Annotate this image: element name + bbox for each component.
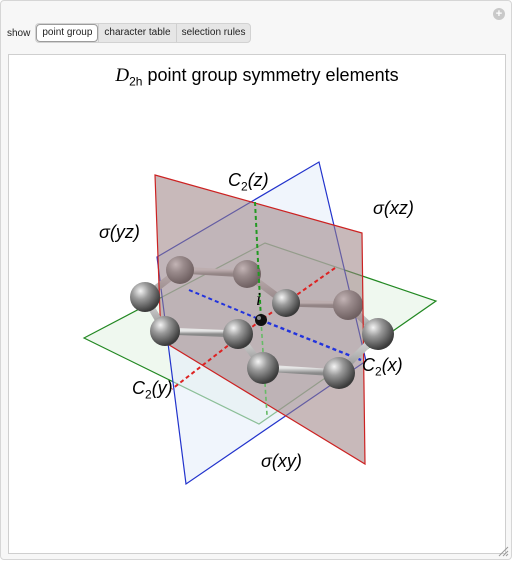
plot-title: D2h point group symmetry elements xyxy=(115,65,399,89)
label-c2-z: C2(z) xyxy=(228,170,269,194)
resize-handle-icon[interactable] xyxy=(497,545,509,557)
rotation-axes xyxy=(171,201,362,416)
symmetry-scene xyxy=(82,161,438,486)
c2-x-axis xyxy=(188,289,262,321)
molecule-front xyxy=(130,282,394,389)
show-setter-bar: point group character table selection ru… xyxy=(35,23,252,43)
label-c2-x: C2(x) xyxy=(362,355,403,379)
label-sigma-yz: σ(yz) xyxy=(99,222,140,242)
label-sigma-xy: σ(xy) xyxy=(261,451,302,471)
add-icon[interactable]: + xyxy=(493,8,505,20)
show-controls: show point group character table selecti… xyxy=(7,23,252,43)
inversion-center xyxy=(255,314,267,326)
label-sigma-xz: σ(xz) xyxy=(373,198,414,218)
c2-y-axis xyxy=(260,267,336,321)
c2-z-axis xyxy=(254,201,262,321)
tab-character-table[interactable]: character table xyxy=(98,24,175,42)
tab-selection-rules[interactable]: selection rules xyxy=(175,24,251,42)
label-c2-y: C2(y) xyxy=(132,378,173,402)
tab-point-group[interactable]: point group xyxy=(36,24,99,42)
show-label: show xyxy=(7,27,31,39)
label-inversion: i xyxy=(256,289,262,309)
graphics-3d-viewport[interactable]: D2h point group symmetry elements C2(z) … xyxy=(8,54,506,554)
